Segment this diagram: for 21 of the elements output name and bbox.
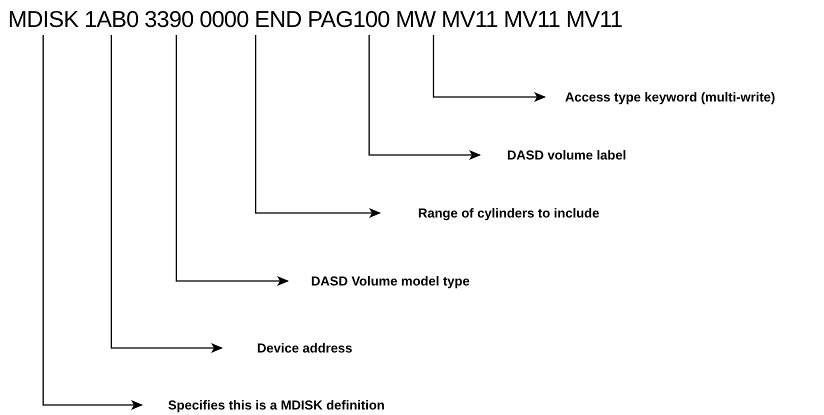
command-token: 3390 (144, 6, 194, 33)
leader-arrow (110, 35, 223, 353)
callout-text: Specifies this is a MDISK definition (168, 398, 385, 412)
command-token: MDISK (8, 6, 78, 33)
leader-arrow (176, 35, 289, 286)
command-token: PAG100 (307, 6, 390, 33)
callout-text: Device address (257, 340, 352, 356)
callout-text: DASD volume label (507, 148, 626, 162)
command-token: MV11 (441, 6, 498, 33)
callout-text: Range of cylinders to include (418, 206, 600, 220)
command-token: MW (396, 6, 436, 33)
leader-arrow (42, 35, 143, 410)
command-token: MV11 (566, 6, 622, 33)
callout-text: DASD Volume model type (311, 274, 470, 288)
command-token: 1AB0 (84, 6, 138, 33)
leader-arrow (254, 35, 381, 218)
leader-arrow (368, 35, 481, 160)
command-token: MV11 (504, 6, 560, 33)
command-token: 0000 END (199, 6, 302, 33)
callout-text: Access type keyword (multi-write) (565, 90, 776, 104)
leader-arrow (432, 35, 546, 102)
